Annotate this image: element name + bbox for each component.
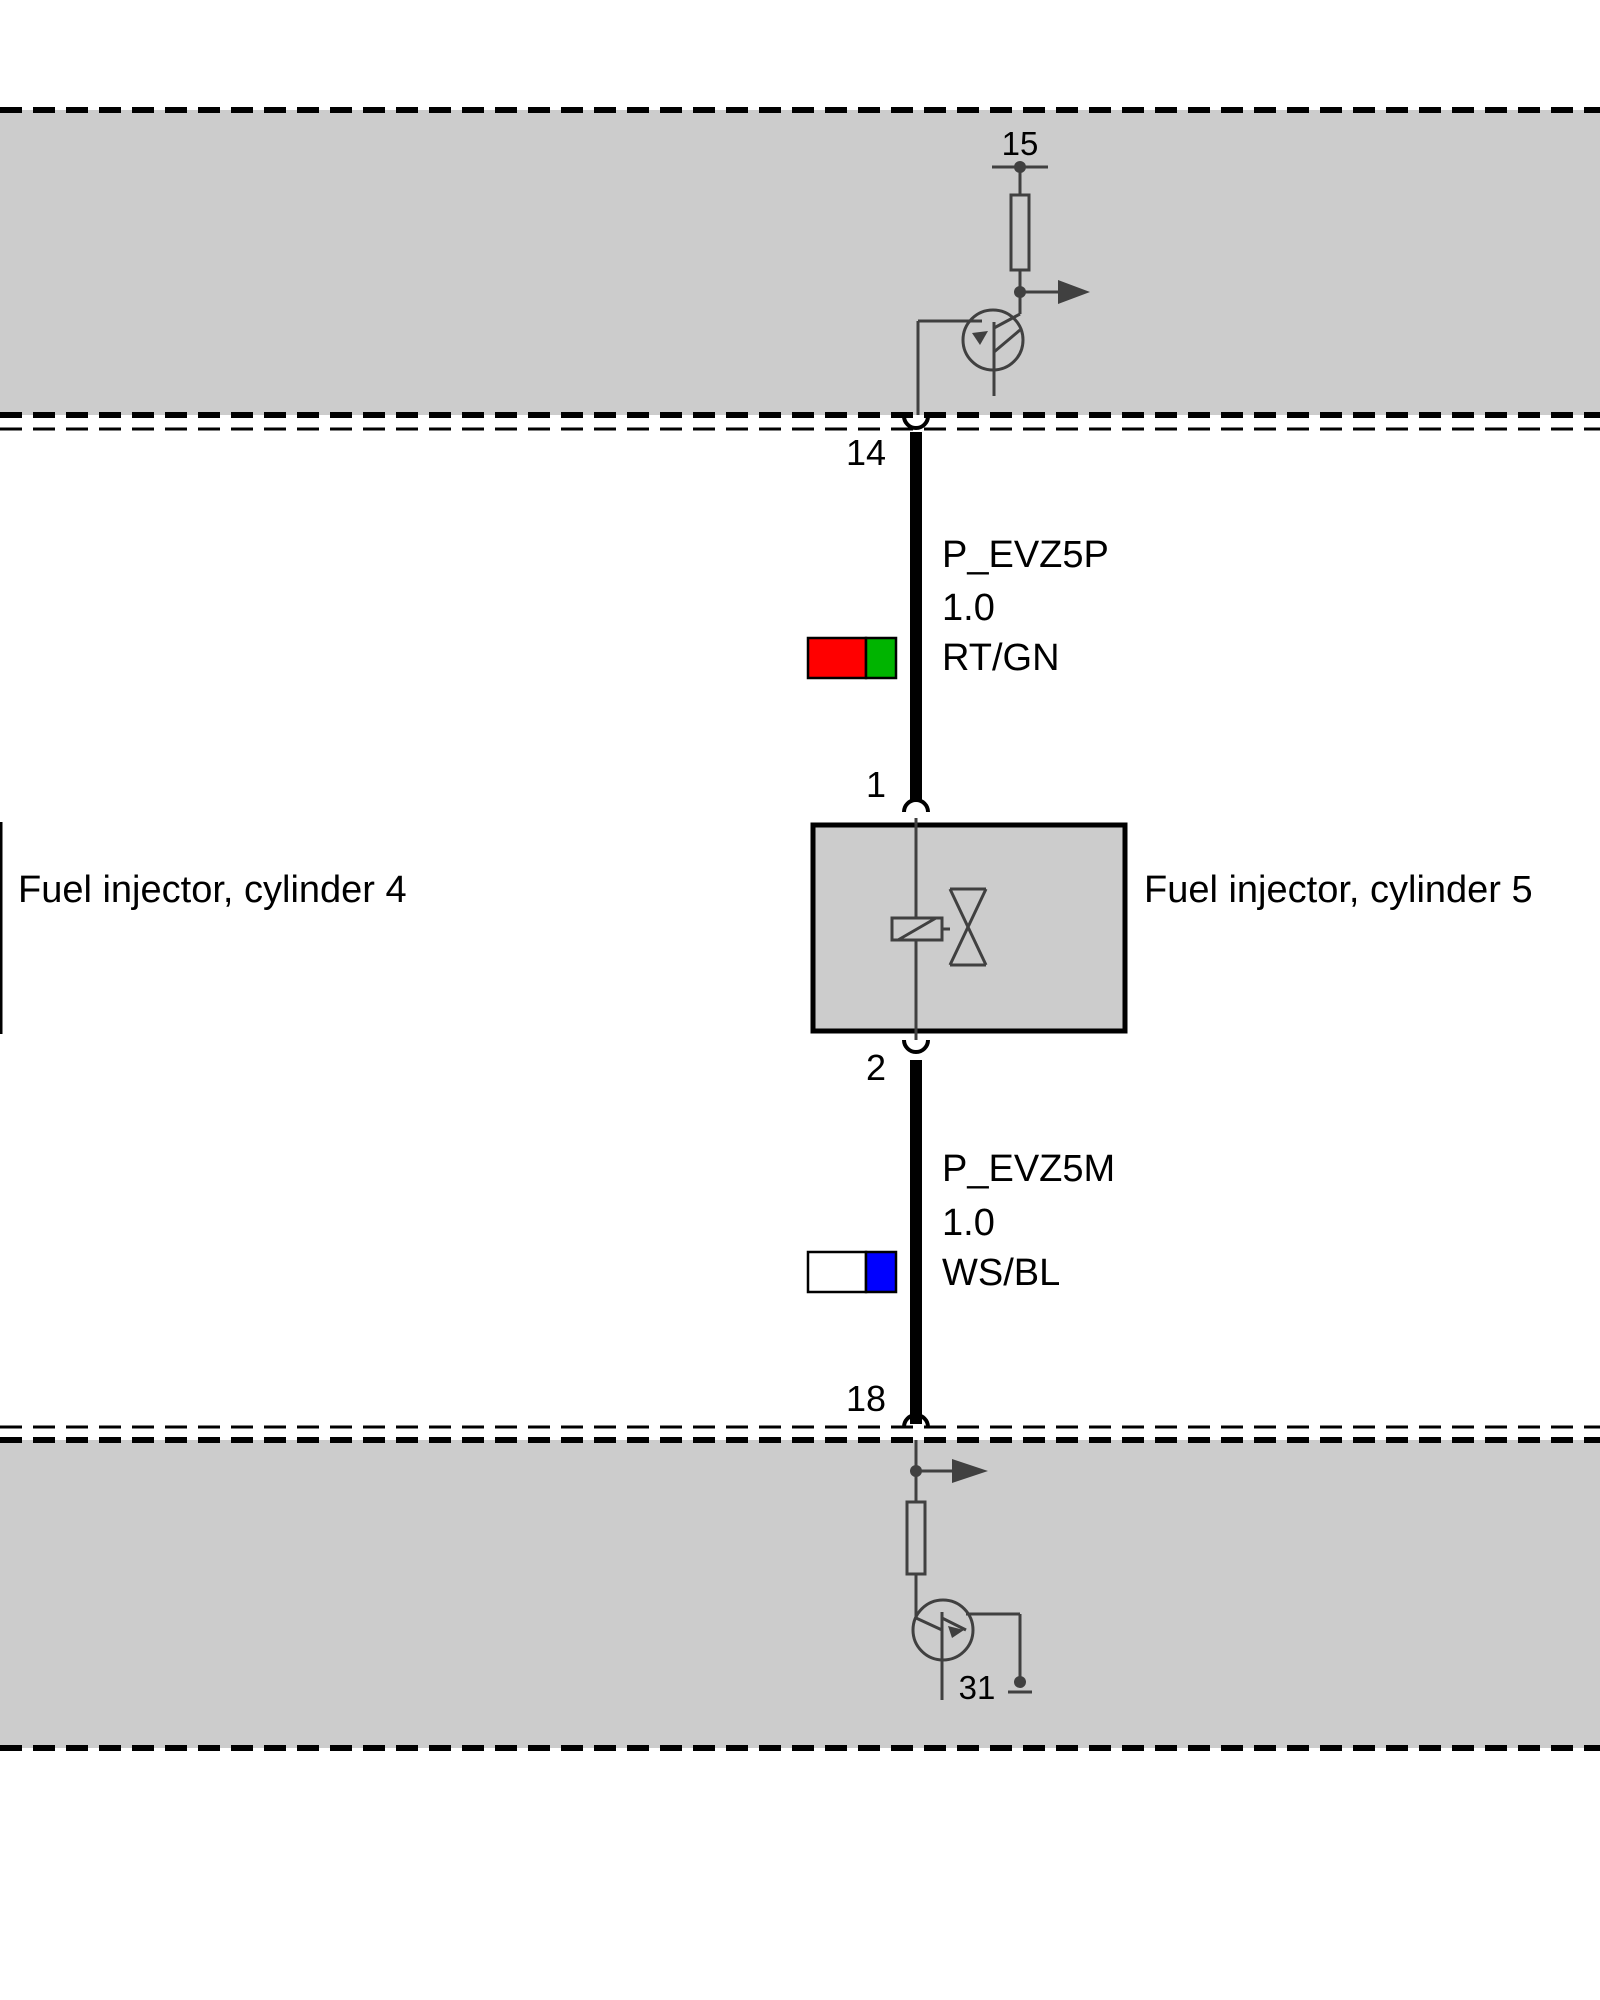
transistor-emitter-arrow [972,331,988,345]
terminal-15-node [1014,161,1026,173]
signal-tap-node [1014,286,1026,298]
top-control-module: 15 [0,107,1600,431]
pin-1-connector [902,798,930,813]
pin-18-connector [902,1413,930,1428]
wire-top-cross-section: 1.0 [942,587,995,629]
pin-14-connector [902,415,930,430]
wire-bottom-color-1 [806,1250,868,1294]
fuel-injector-cylinder-5[interactable] [810,818,1128,1040]
terminal-15-supply [916,165,1058,415]
wire-top-signal: P_EVZ5P [942,534,1109,576]
neighbor-component-label: Fuel injector, cylinder 4 [18,869,407,911]
wire-bottom-color-code: WS/BL [942,1252,1060,1294]
pin-14-label: 14 [846,432,886,473]
sense-resistor [905,1500,927,1576]
ground-31-label: 31 [959,1669,996,1706]
wire-bottom-cross-section: 1.0 [942,1202,995,1244]
connector-pins [902,415,930,1428]
signal-out-arrow [1058,280,1090,304]
driver-transistor-low [911,1598,975,1662]
component-name-label: Fuel injector, cylinder 5 [1144,869,1533,911]
pin-2-connector [902,1039,930,1054]
pullup-resistor [1009,193,1031,272]
wire-bottom-signal: P_EVZ5M [942,1148,1115,1190]
wire-top-color-swatch [806,636,898,680]
wire-top-color-1 [806,636,868,680]
wire-top-color-2 [864,636,898,680]
driver-transistor [961,308,1025,372]
transistor-emitter-arrow-low [948,1626,964,1638]
terminal-15-label: 15 [1002,125,1039,162]
pin-2-label: 2 [866,1047,886,1088]
wire-bottom-color-2 [864,1250,898,1294]
top-module-area [0,110,1600,415]
bottom-control-module: 31 [0,1425,1600,1751]
pin-1-label: 1 [866,764,886,805]
input-signal-arrow [952,1459,988,1483]
ground-node [1014,1676,1026,1688]
wire-bottom-color-swatch [806,1250,898,1294]
input-tap-node [910,1465,922,1477]
solenoid-valve-icon [890,818,988,1040]
wire-top-color-code: RT/GN [942,637,1060,679]
bottom-module-area [0,1440,1600,1748]
pin-18-label: 18 [846,1378,886,1419]
